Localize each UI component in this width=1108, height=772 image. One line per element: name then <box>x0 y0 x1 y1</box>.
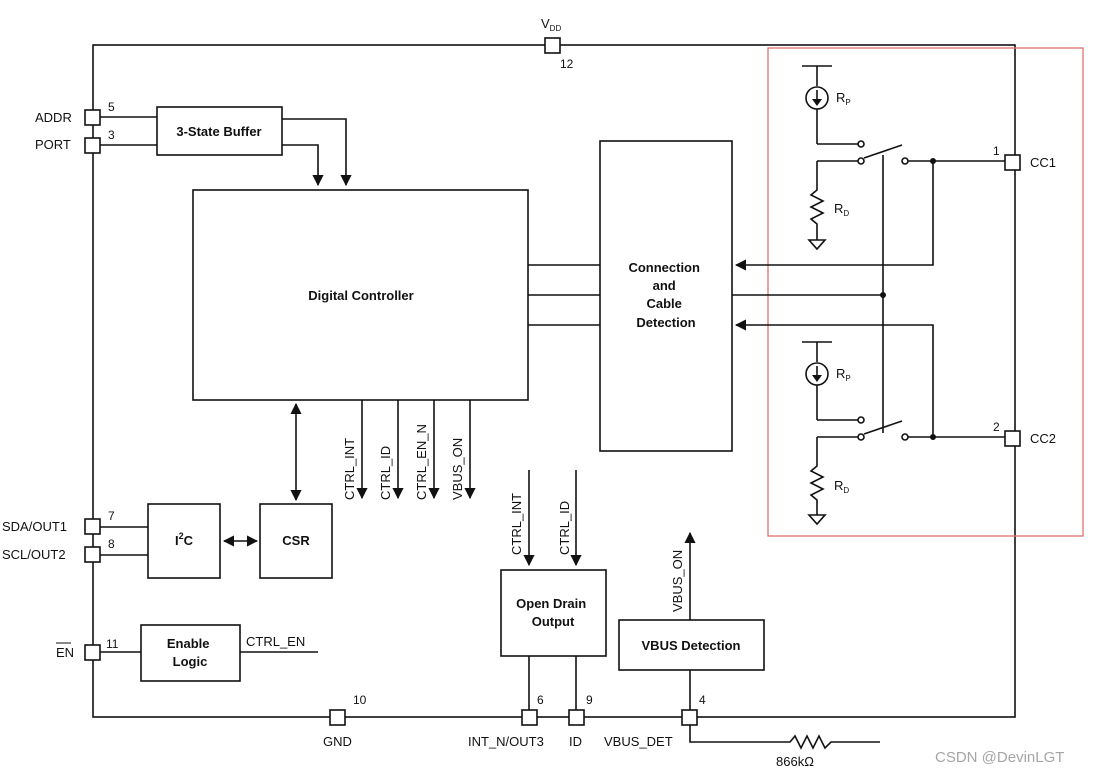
external-resistor-value: 866kΩ <box>776 754 814 769</box>
svg-text:3: 3 <box>108 128 115 142</box>
enable-logic-block <box>140 624 241 682</box>
svg-text:1: 1 <box>993 144 1000 158</box>
pin-vbus-det: VBUS_DET 4 <box>604 693 706 749</box>
pin-sda: SDA/OUT1 7 <box>2 509 115 535</box>
three-state-buffer-block <box>156 106 283 156</box>
svg-text:SDA/OUT1: SDA/OUT1 <box>2 519 67 534</box>
svg-text:ADDR: ADDR <box>35 110 72 125</box>
pin-port: PORT 3 <box>35 128 115 154</box>
pin-cc2: CC2 2 <box>993 420 1056 447</box>
i2c-block <box>147 503 221 579</box>
signal-vbus-on-2: VBUS_ON <box>670 550 685 612</box>
vbus-detection-label: VBUS Detection <box>642 638 741 653</box>
open-drain-output-block <box>500 569 607 657</box>
cc2-circuit: RP RD <box>802 341 1005 526</box>
svg-text:CC2: CC2 <box>1030 431 1056 446</box>
open-drain-output-label: Open Drain Output <box>516 596 590 629</box>
digital-controller-block <box>192 189 529 401</box>
svg-text:INT_N/OUT3: INT_N/OUT3 <box>468 734 544 749</box>
svg-text:2: 2 <box>993 420 1000 434</box>
external-resistor <box>689 725 880 750</box>
pin-addr: ADDR 5 <box>35 100 115 126</box>
svg-text:RD: RD <box>834 201 849 218</box>
cc-highlight-box <box>767 47 1084 537</box>
svg-text:6: 6 <box>537 693 544 707</box>
pin-id: ID 9 <box>568 693 593 749</box>
csr-label: CSR <box>282 533 310 548</box>
signal-ctrl-en: CTRL_EN <box>246 634 305 649</box>
pin-cc1: CC1 1 <box>993 144 1056 171</box>
pin-gnd: GND 10 <box>323 693 367 749</box>
svg-text:RP: RP <box>836 366 851 383</box>
connection-detection-block <box>599 140 733 452</box>
connection-detection-label: Connection and Cable Detection <box>628 260 703 330</box>
svg-text:9: 9 <box>586 693 593 707</box>
signal-ctrl-id: CTRL_ID <box>378 446 393 500</box>
svg-text:RP: RP <box>836 90 851 107</box>
cc1-circuit: RP RD <box>802 65 1005 251</box>
svg-text:EN: EN <box>56 645 74 660</box>
signal-ctrl-int: CTRL_INT <box>342 438 357 500</box>
svg-text:VBUS_DET: VBUS_DET <box>604 734 673 749</box>
three-state-buffer-label: 3-State Buffer <box>176 124 261 139</box>
i2c-label: I2C <box>175 531 194 548</box>
csr-block <box>259 503 333 579</box>
watermark: CSDN @DevinLGT <box>935 749 1064 766</box>
svg-text:GND: GND <box>323 734 352 749</box>
pin-int-n: INT_N/OUT3 6 <box>468 693 544 749</box>
svg-text:ID: ID <box>569 734 582 749</box>
svg-text:12: 12 <box>560 57 574 71</box>
signal-vbus-on: VBUS_ON <box>450 438 465 500</box>
svg-text:11: 11 <box>106 637 119 651</box>
svg-text:PORT: PORT <box>35 137 71 152</box>
svg-text:CC1: CC1 <box>1030 155 1056 170</box>
svg-text:8: 8 <box>108 537 115 551</box>
signal-ctrl-en-n: CTRL_EN_N <box>414 424 429 500</box>
svg-text:10: 10 <box>353 693 367 707</box>
svg-text:7: 7 <box>108 509 115 523</box>
enable-logic-label: Enable Logic <box>167 636 213 669</box>
svg-text:VDD: VDD <box>541 16 561 33</box>
pin-en: EN 11 <box>56 637 119 661</box>
vbus-detection-block <box>618 619 765 671</box>
pin-vdd: VDD 12 <box>541 16 574 71</box>
svg-text:RD: RD <box>834 478 849 495</box>
svg-text:SCL/OUT2: SCL/OUT2 <box>2 547 66 562</box>
svg-text:4: 4 <box>699 693 706 707</box>
signal-ctrl-int-2: CTRL_INT <box>509 493 524 555</box>
svg-text:5: 5 <box>108 100 115 114</box>
pin-scl: SCL/OUT2 8 <box>2 537 115 563</box>
digital-controller-label: Digital Controller <box>308 288 413 303</box>
signal-ctrl-id-2: CTRL_ID <box>557 501 572 555</box>
